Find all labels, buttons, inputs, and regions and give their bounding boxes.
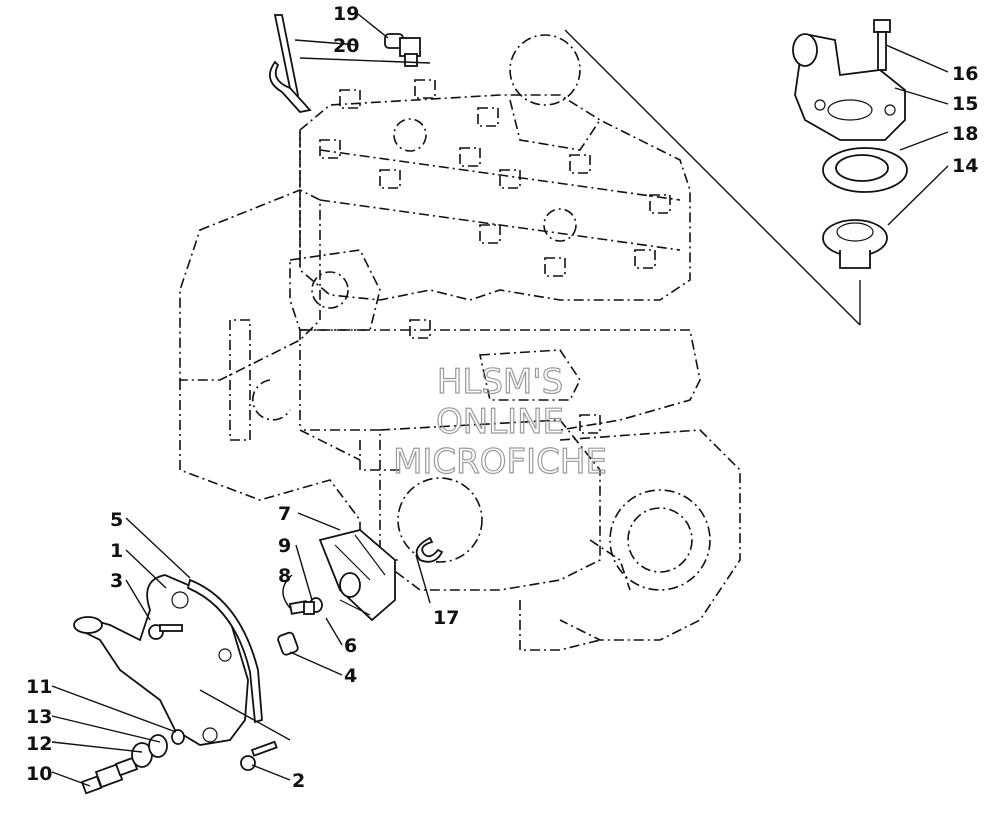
callout-13: 13: [26, 706, 52, 728]
callout-4: 4: [344, 665, 357, 687]
callout-18: 18: [952, 123, 978, 145]
engine-phantom-outline: [179, 34, 741, 651]
callout-20: 20: [333, 35, 359, 57]
callout-8: 8: [278, 565, 291, 587]
seal-ring: [148, 734, 168, 758]
callout-11: 11: [26, 676, 52, 698]
callout-14: 14: [952, 155, 978, 177]
bushing: [277, 631, 299, 656]
callout-1: 1: [110, 540, 123, 562]
callout-12: 12: [26, 733, 52, 755]
circlip: [415, 536, 444, 563]
o-ring: [171, 729, 185, 745]
callout-10: 10: [26, 763, 52, 785]
thermostat-housing: [792, 33, 906, 141]
callout-7: 7: [278, 503, 291, 525]
thermostat-gasket: [822, 147, 908, 193]
callout-5: 5: [110, 509, 123, 531]
callout-17: 17: [433, 607, 459, 629]
housing-bolt: [873, 19, 891, 71]
callout-2: 2: [292, 770, 305, 792]
callout-6: 6: [344, 635, 357, 657]
drain-plug: [80, 756, 139, 795]
callout-16: 16: [952, 63, 978, 85]
watermark: HLSM'S ONLINE MICROFICHE: [392, 361, 607, 482]
callout-3: 3: [110, 570, 123, 592]
watermark-line-3: MICROFICHE: [393, 442, 607, 482]
callout-9: 9: [278, 535, 291, 557]
watermark-line-1: HLSM'S: [437, 362, 563, 402]
cable-tie: [268, 14, 312, 113]
pump-gasket: [186, 578, 263, 724]
thermostat: [822, 219, 888, 269]
bleed-screw: [384, 33, 421, 67]
leader-lines: [51, 13, 949, 787]
impeller-bolt: [288, 600, 315, 615]
callouts: 19 20 16 15 18 14 7 9 8 6 4 5 1 3 17 11 …: [26, 3, 978, 792]
callout-19: 19: [333, 3, 359, 25]
watermark-line-2: ONLINE: [436, 402, 564, 442]
lower-screw: [240, 740, 278, 771]
impeller: [318, 529, 396, 622]
cover-screw: [148, 624, 183, 640]
head-bolts: [319, 79, 671, 434]
callout-15: 15: [952, 93, 978, 115]
